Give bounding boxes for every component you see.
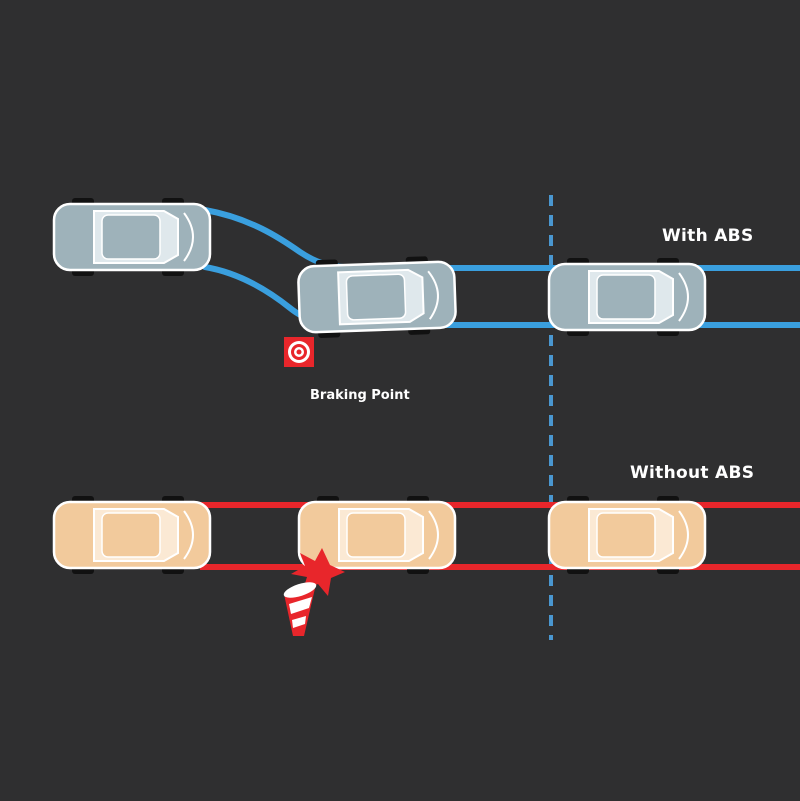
traffic-cone-icon (283, 582, 317, 636)
no-abs-car-start (52, 496, 212, 574)
abs-car-braking (297, 256, 457, 339)
abs-car-stopped (547, 258, 707, 336)
no-abs-car-stopped (547, 496, 707, 574)
collision-burst-icon (291, 548, 345, 596)
no-abs-car-skidding (297, 496, 457, 574)
braking-point-label: Braking Point (310, 388, 410, 403)
target-icon (284, 337, 314, 367)
no-abs-tracks (200, 502, 800, 570)
with-abs-label: With ABS (662, 226, 754, 246)
abs-car-start (52, 198, 212, 276)
without-abs-label: Without ABS (630, 463, 755, 483)
